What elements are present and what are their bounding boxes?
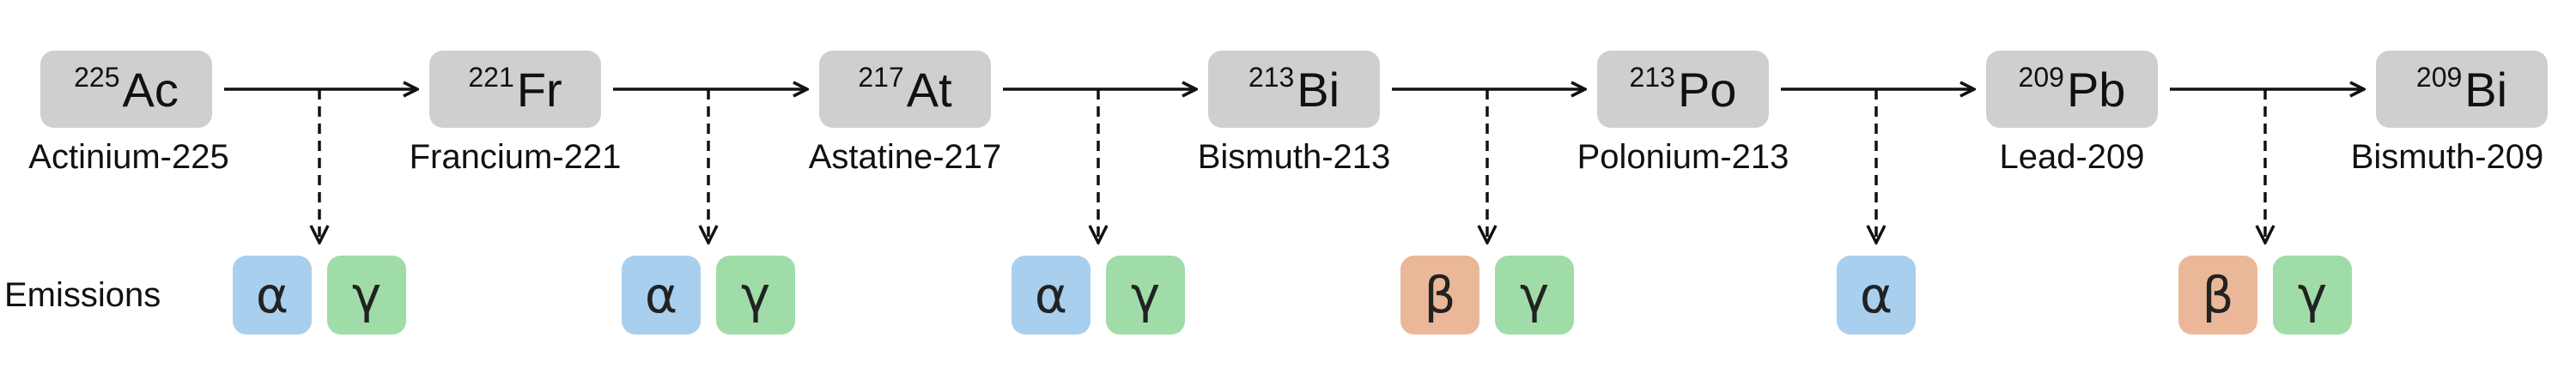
- mass-number: 209: [2415, 61, 2463, 93]
- nuclide-name: Bismuth-209: [2350, 138, 2544, 176]
- gamma-emission-badge: γ: [2273, 256, 2352, 335]
- element-symbol: Pb: [2066, 62, 2126, 117]
- nuclide-name: Lead-209: [1999, 138, 2145, 176]
- gamma-emission-badge: γ: [1106, 256, 1185, 335]
- beta-emission-badge: β: [1400, 256, 1479, 335]
- alpha-emission-badge: α: [233, 256, 312, 335]
- mass-number: 225: [74, 61, 120, 93]
- emissions-label: Emissions: [4, 276, 161, 314]
- mass-number: 209: [2018, 61, 2064, 93]
- element-symbol: Ac: [122, 62, 179, 117]
- gamma-emission-badge: γ: [1495, 256, 1574, 335]
- element-symbol: At: [906, 62, 952, 117]
- alpha-emission-badge: α: [1012, 256, 1091, 335]
- element-symbol: Po: [1677, 62, 1737, 117]
- nuclide-name: Francium-221: [409, 138, 622, 176]
- beta-emission-badge: β: [2178, 256, 2257, 335]
- nuclide-name: Actinium-225: [28, 138, 229, 176]
- nuclide-name: Bismuth-213: [1197, 138, 1391, 176]
- gamma-emission-badge: γ: [716, 256, 795, 335]
- mass-number: 217: [858, 61, 904, 93]
- mass-number: 213: [1629, 61, 1675, 93]
- element-symbol: Bi: [2464, 62, 2508, 117]
- element-symbol: Bi: [1297, 62, 1340, 117]
- element-symbol: Fr: [516, 62, 562, 117]
- gamma-emission-badge: γ: [327, 256, 406, 335]
- alpha-emission-badge: α: [622, 256, 701, 335]
- nuclide-name: Astatine-217: [808, 138, 1002, 176]
- mass-number: 221: [468, 61, 514, 93]
- alpha-emission-badge: α: [1837, 256, 1916, 335]
- mass-number: 213: [1248, 61, 1295, 93]
- nuclide-name: Polonium-213: [1577, 138, 1789, 176]
